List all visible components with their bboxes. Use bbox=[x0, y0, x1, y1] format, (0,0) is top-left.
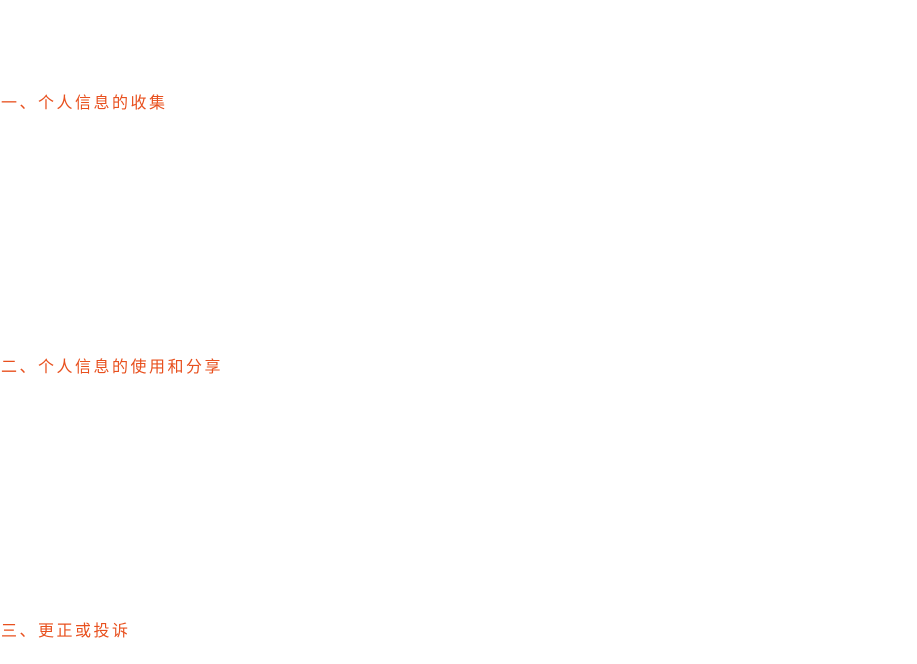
section-heading-collection: 一、个人信息的收集 bbox=[1, 93, 168, 112]
section-heading-correction-complaint: 三、更正或投诉 bbox=[1, 621, 131, 640]
section-heading-use-and-sharing: 二、个人信息的使用和分享 bbox=[1, 357, 224, 376]
